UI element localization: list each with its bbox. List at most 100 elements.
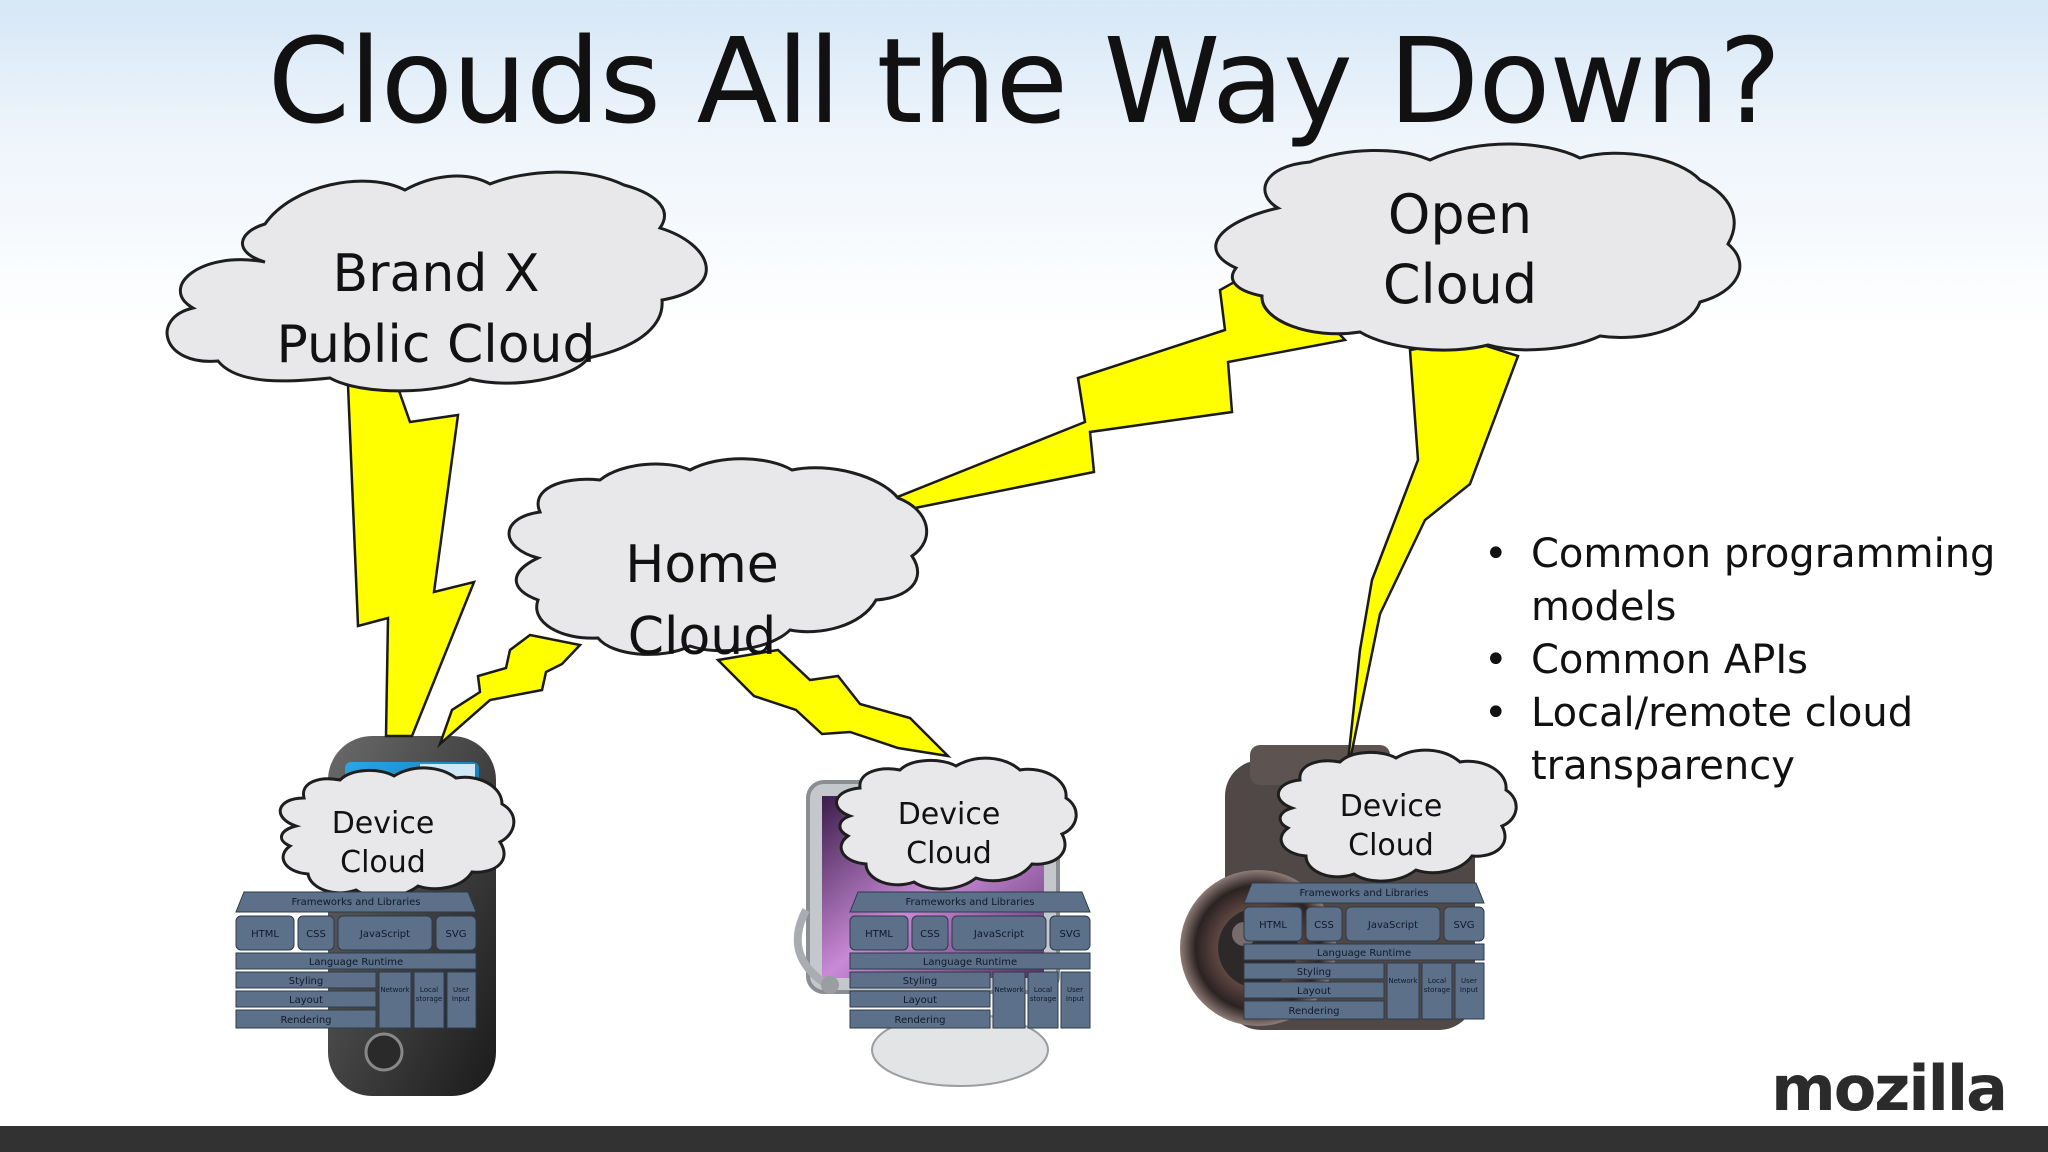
stack-label: storage <box>1424 986 1451 994</box>
stack-network <box>1386 962 1420 1020</box>
stack-label: HTML <box>865 929 893 940</box>
stack-label: SVG <box>446 929 467 940</box>
stack-frameworks <box>849 891 1091 913</box>
stack-html <box>235 915 295 951</box>
lightning-home-to-phone <box>437 633 583 749</box>
stack-label: Styling <box>1297 967 1331 978</box>
cloud-label-line: Device <box>1340 789 1443 824</box>
stack-label: Language Runtime <box>1317 948 1411 959</box>
bullet-list: •Common programming models •Common APIs … <box>1484 528 2048 793</box>
cloud-device-phone: Device Cloud <box>278 766 516 899</box>
stack-html <box>849 915 909 951</box>
stack-local-storage <box>413 971 445 1029</box>
lightning-home-to-tablet <box>715 648 952 758</box>
stack-label: User <box>453 986 469 994</box>
bullet-dot: • <box>1484 690 1508 736</box>
lightning-brand-to-phone <box>346 383 477 738</box>
stack-user-input <box>1060 971 1091 1029</box>
stack-label: storage <box>1030 995 1057 1003</box>
cloud-label-line: Public Cloud <box>277 315 596 375</box>
software-stack-camera: Frameworks and Libraries HTML CSS JavaSc… <box>1243 882 1485 1020</box>
stack-label: Local <box>1428 977 1446 985</box>
cloud-label-line: Cloud <box>628 607 777 667</box>
stack-svg <box>1443 906 1485 942</box>
stack-label: HTML <box>251 929 279 940</box>
bullet-item: •Common programming models <box>1484 528 2048 634</box>
stack-label: SVG <box>1454 920 1475 931</box>
stack-styling <box>235 971 377 989</box>
footer-bar <box>0 1126 2048 1152</box>
bullet-text: Local/remote cloud transparency <box>1531 690 1914 789</box>
stack-label: JavaScript <box>1367 920 1418 931</box>
stack-label: Input <box>452 995 470 1003</box>
cloud-home: Home Cloud <box>507 457 929 667</box>
cloud-brand-x-public: Brand X Public Cloud <box>165 170 708 393</box>
stack-label: Language Runtime <box>923 957 1017 968</box>
cloud-label-line: Cloud <box>1348 828 1434 863</box>
stack-label: Layout <box>1297 986 1331 997</box>
cloud-device-tablet: Device Cloud <box>835 756 1078 891</box>
stack-javascript <box>337 915 433 951</box>
stack-styling <box>849 971 991 989</box>
stack-javascript <box>1345 906 1441 942</box>
bullet-item: • Local/remote cloud transparency <box>1484 687 2048 793</box>
stack-runtime <box>235 952 477 970</box>
stack-rendering <box>1243 1000 1385 1020</box>
stack-runtime <box>849 952 1091 970</box>
cloud-label-line: Cloud <box>340 845 426 880</box>
stack-label: Local <box>420 986 438 994</box>
stack-network <box>992 971 1026 1029</box>
stack-frameworks <box>235 891 477 913</box>
stack-label: Rendering <box>280 1015 331 1026</box>
stack-javascript <box>951 915 1047 951</box>
stack-user-input <box>1454 962 1485 1020</box>
stack-layout <box>849 990 991 1008</box>
stack-label: Language Runtime <box>309 957 403 968</box>
stack-label: Network <box>380 986 410 994</box>
cloud-label-line: Cloud <box>1383 253 1537 316</box>
stack-label: JavaScript <box>359 929 410 940</box>
stack-frameworks <box>1243 882 1485 904</box>
slide-title: Clouds All the Way Down? <box>267 12 1782 150</box>
stack-label: Rendering <box>1288 1006 1339 1017</box>
stack-svg <box>1049 915 1091 951</box>
cloud-device-camera: Device Cloud <box>1276 748 1518 883</box>
stack-label: Styling <box>289 976 323 987</box>
bullet-text: Common APIs <box>1531 637 1808 683</box>
bullet-dot: • <box>1484 637 1508 683</box>
cloud-label-line: Open <box>1388 183 1532 246</box>
cloud-label-line: Brand X <box>332 244 539 304</box>
stack-label: JavaScript <box>973 929 1024 940</box>
lightning-bolts <box>346 260 1520 781</box>
stack-label: storage <box>416 995 443 1003</box>
stack-label: CSS <box>920 929 940 940</box>
software-stack-phone: Frameworks and Libraries HTML CSS JavaSc… <box>235 891 477 1029</box>
stack-html <box>1243 906 1303 942</box>
bullet-item: • Common APIs <box>1484 634 2048 687</box>
bullet-text: Common programming models <box>1531 531 1996 630</box>
stack-label: Network <box>994 986 1024 994</box>
stack-user-input <box>446 971 477 1029</box>
stack-label: Layout <box>289 995 323 1006</box>
stack-label: Rendering <box>894 1015 945 1026</box>
stack-label: Frameworks and Libraries <box>292 897 421 908</box>
stack-local-storage <box>1421 962 1453 1020</box>
stack-runtime <box>1243 943 1485 961</box>
cloud-label-line: Home <box>625 535 779 595</box>
stack-css <box>911 915 949 951</box>
stack-label: Frameworks and Libraries <box>1300 888 1429 899</box>
stack-label: Local <box>1034 986 1052 994</box>
stack-local-storage <box>1027 971 1059 1029</box>
lightning-open-to-camera <box>1344 338 1520 781</box>
software-stack-tablet: Frameworks and Libraries HTML CSS JavaSc… <box>849 891 1091 1029</box>
stack-label: Input <box>1066 995 1084 1003</box>
stack-rendering <box>235 1009 377 1029</box>
stack-network <box>378 971 412 1029</box>
cloud-label-line: Device <box>332 806 435 841</box>
stack-label: Input <box>1460 986 1478 994</box>
stack-css <box>1305 906 1343 942</box>
stack-css <box>297 915 335 951</box>
stack-label: Layout <box>903 995 937 1006</box>
stack-layout <box>1243 981 1385 999</box>
stack-svg <box>435 915 477 951</box>
